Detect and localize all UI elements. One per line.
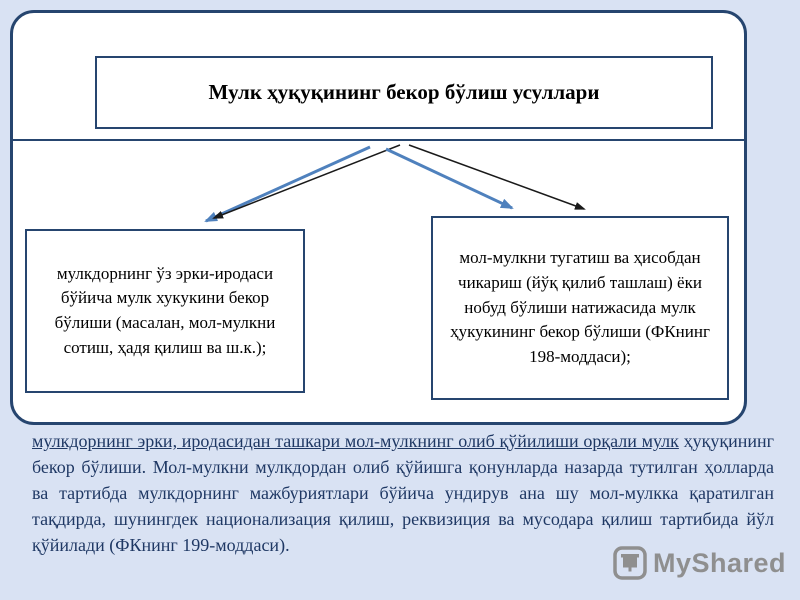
left-branch-box: мулкдорнинг ўз эрки-иродаси бўйича мулк …: [25, 229, 305, 393]
myshared-watermark[interactable]: MyShared: [613, 546, 786, 580]
diagram-title: Мулк ҳуқуқининг бекор бўлиш усуллари: [208, 80, 600, 104]
title-separator-line: [12, 139, 745, 141]
footnote-underlined-text: мулкдорнинг эрки, иродасидан ташкари мол…: [32, 431, 679, 451]
diagram-title-box: Мулк ҳуқуқининг бекор бўлиш усуллари: [95, 56, 713, 129]
right-branch-text: мол-мулкни тугатиш ва ҳисобдан чикариш (…: [450, 248, 710, 366]
left-branch-text: мулкдорнинг ўз эрки-иродаси бўйича мулк …: [54, 263, 276, 357]
projector-screen-icon: [613, 546, 647, 580]
footnote-paragraph: мулкдорнинг эрки, иродасидан ташкари мол…: [32, 428, 774, 558]
right-branch-box: мол-мулкни тугатиш ва ҳисобдан чикариш (…: [431, 216, 729, 400]
watermark-label: MyShared: [652, 547, 786, 578]
footnote-rest-text: ҳуқуқининг бекор бўлиши. Мол-мулкни мулк…: [32, 431, 774, 556]
